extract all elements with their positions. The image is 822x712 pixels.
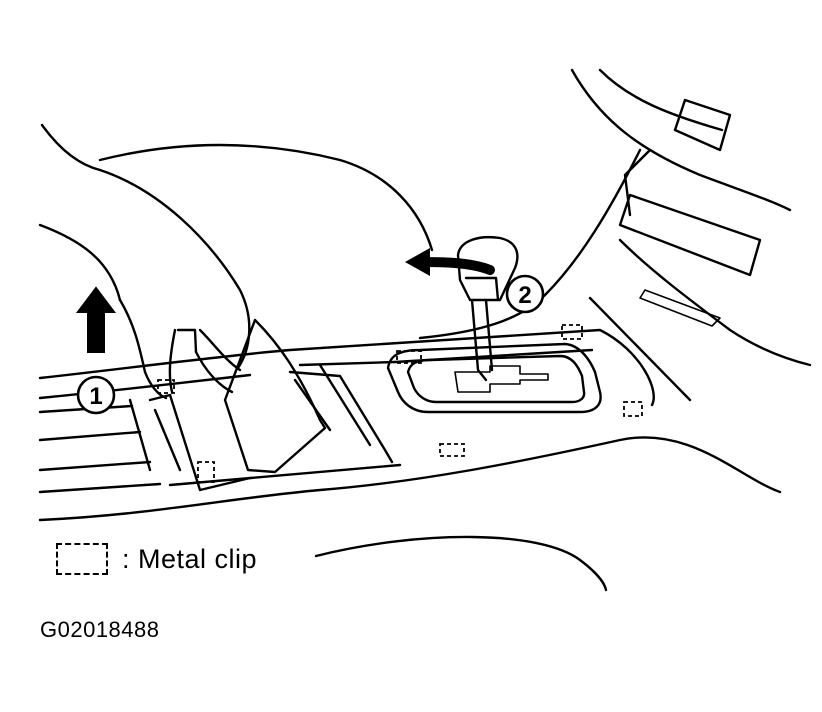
shift-lever	[456, 236, 519, 382]
seat-outline	[38, 123, 434, 302]
console-lid	[148, 318, 332, 492]
callout-2-number: 2	[518, 282, 531, 309]
callout-1: 1	[76, 375, 116, 415]
shift-gate	[386, 342, 602, 414]
metal-clip-legend-symbol	[56, 543, 108, 575]
floor-outline	[314, 535, 608, 592]
metal-clip-marker	[623, 401, 643, 417]
metal-clip-marker	[197, 461, 215, 483]
dashboard-outline	[418, 68, 812, 402]
curved-arrow-icon	[405, 248, 495, 276]
metal-clip-marker	[561, 324, 583, 340]
hand-illustration	[98, 168, 251, 400]
arrow-up-icon	[76, 286, 116, 353]
metal-clip-marker	[439, 443, 465, 457]
legend: : Metal clip	[56, 541, 257, 577]
legend-label: : Metal clip	[122, 543, 258, 574]
callout-2: 2	[505, 274, 545, 314]
metal-clip-marker	[396, 350, 422, 364]
figure-id: G02018488	[40, 617, 160, 642]
metal-clip-markers	[157, 324, 643, 483]
center-console	[38, 328, 782, 522]
callout-1-number: 1	[89, 383, 102, 410]
metal-clip-marker	[157, 379, 175, 394]
